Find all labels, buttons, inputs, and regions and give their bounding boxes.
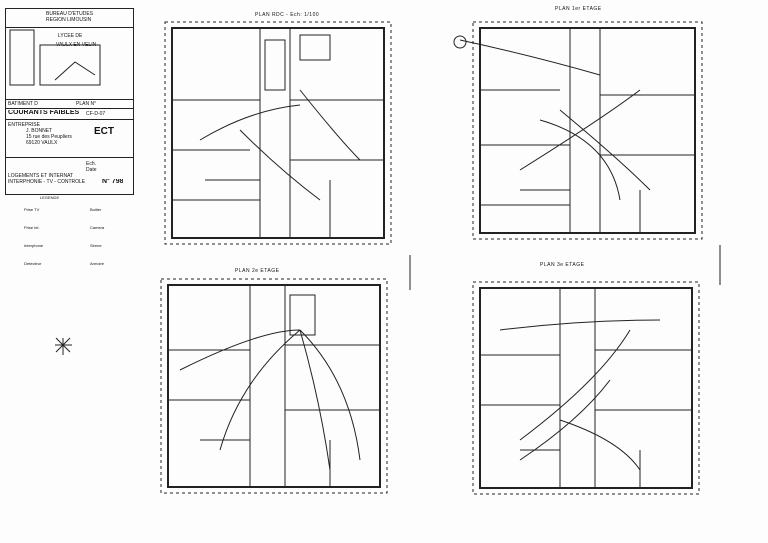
company-addr2: 69120 VAULX	[26, 140, 58, 146]
discipline-code: CF-D-07	[86, 111, 106, 117]
legend-item: Detecteur	[24, 261, 42, 266]
title-block: BUREAU D'ETUDES REGION LIMOUSIN LYCEE DE…	[5, 8, 134, 195]
date-label: Date	[86, 167, 97, 173]
lot-sub: INTERPHONIE - TV - CONTROLE	[8, 179, 86, 185]
legend-item: Boitier	[90, 207, 102, 212]
legend-item: Prise TV	[24, 207, 40, 212]
plan-title-2: PLAN 2e ETAGE	[235, 268, 280, 274]
company-name: J. BONNET	[26, 128, 53, 134]
plan-title-1: PLAN 1er ETAGE	[555, 6, 602, 12]
org-line1: BUREAU D'ETUDES	[46, 11, 94, 17]
lot-label: LOGEMENTS ET INTERNAT	[8, 173, 74, 179]
legend-item: Armoire	[90, 261, 105, 266]
plan-title-rdc: PLAN RDC - Ech: 1/100	[255, 12, 320, 18]
legend-item: Interphone	[24, 243, 44, 248]
company-label: ENTREPRISE	[8, 122, 40, 128]
company-addr1: 15 rue des Peupliers	[26, 134, 72, 140]
project-label: LYCEE DE	[58, 33, 83, 39]
legend-item: Camera	[90, 225, 105, 230]
org-line2: REGION LIMOUSIN	[46, 17, 92, 23]
legend-item: Prise tel.	[24, 225, 40, 230]
legend: LEGENDE Prise TV Prise tel. Interphone D…	[10, 195, 130, 365]
scale-label: Ech.	[86, 161, 97, 167]
batiment: BATIMENT D	[8, 101, 38, 107]
discipline: COURANTS FAIBLES	[8, 110, 80, 116]
legend-item: Sirene	[90, 243, 102, 248]
plan-title-3: PLAN 3e ETAGE	[540, 262, 585, 268]
legend-title: LEGENDE	[40, 195, 60, 200]
company-logo: ECT	[94, 126, 114, 137]
sheet-number: N° 798	[102, 179, 124, 185]
plan-ref: PLAN N°	[76, 101, 97, 107]
